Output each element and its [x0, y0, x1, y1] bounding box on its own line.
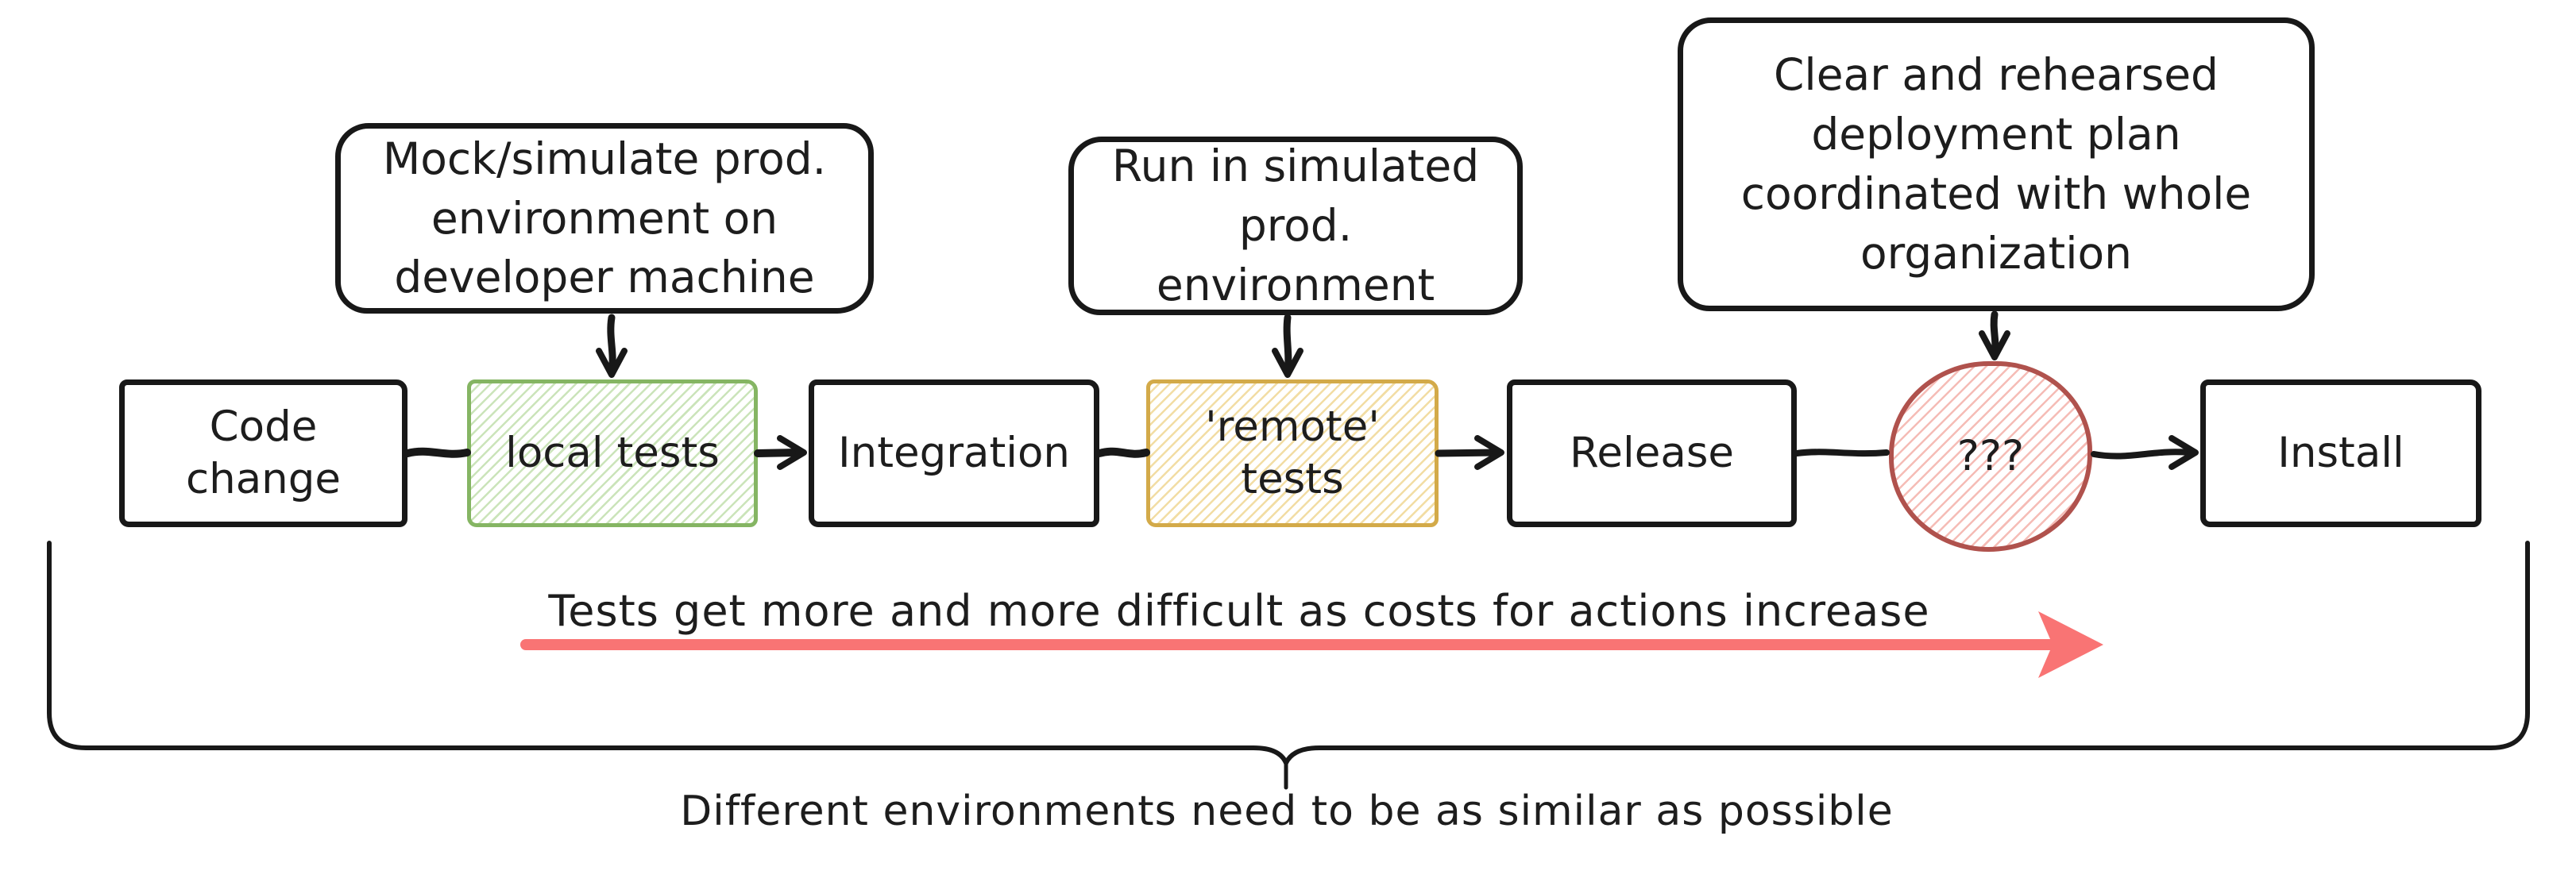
node-integration-label: Integration	[837, 428, 1071, 477]
arrow-localtests-integration	[754, 435, 807, 470]
callout-deployment-plan-text: Clear and rehearsed deployment plan coor…	[1740, 49, 2252, 279]
connector-integration-remotetests	[1095, 447, 1150, 458]
brace-label: Different environments need to be as sim…	[680, 788, 1894, 835]
connector-release-unknown	[1794, 449, 1890, 457]
node-code-change-label: Code change	[185, 402, 342, 503]
arrow-callout-plan	[1979, 310, 2010, 360]
node-remote-tests: 'remote' tests	[1146, 379, 1439, 527]
arrow-callout-run	[1272, 314, 1303, 378]
arrow-remotetests-release	[1435, 435, 1504, 470]
callout-mock-simulate-text: Mock/simulate prod. environment on devel…	[382, 133, 827, 303]
callout-deployment-plan: Clear and rehearsed deployment plan coor…	[1678, 17, 2315, 311]
node-code-change: Code change	[119, 379, 407, 527]
node-local-tests: local tests	[467, 379, 758, 527]
node-remote-tests-label: 'remote' tests	[1205, 402, 1380, 503]
node-unknown-step-label: ???	[1956, 431, 2025, 480]
environments-brace	[47, 541, 2530, 790]
node-integration: Integration	[809, 379, 1099, 527]
callout-run-simulated-text: Run in simulated prod. environment	[1111, 141, 1480, 310]
node-local-tests-label: local tests	[505, 428, 720, 477]
arrow-unknown-install	[2091, 435, 2199, 470]
node-release-label: Release	[1569, 428, 1735, 477]
arrow-callout-mock	[596, 314, 628, 378]
node-release: Release	[1507, 379, 1797, 527]
connector-codechange-localtests	[404, 447, 471, 458]
node-unknown-step: ???	[1889, 361, 2092, 552]
node-install: Install	[2200, 379, 2481, 527]
node-install-label: Install	[2277, 428, 2404, 477]
cost-arrow-label: Tests get more and more difficult as cos…	[548, 586, 1930, 636]
callout-mock-simulate: Mock/simulate prod. environment on devel…	[335, 123, 874, 314]
callout-run-simulated: Run in simulated prod. environment	[1068, 137, 1523, 315]
